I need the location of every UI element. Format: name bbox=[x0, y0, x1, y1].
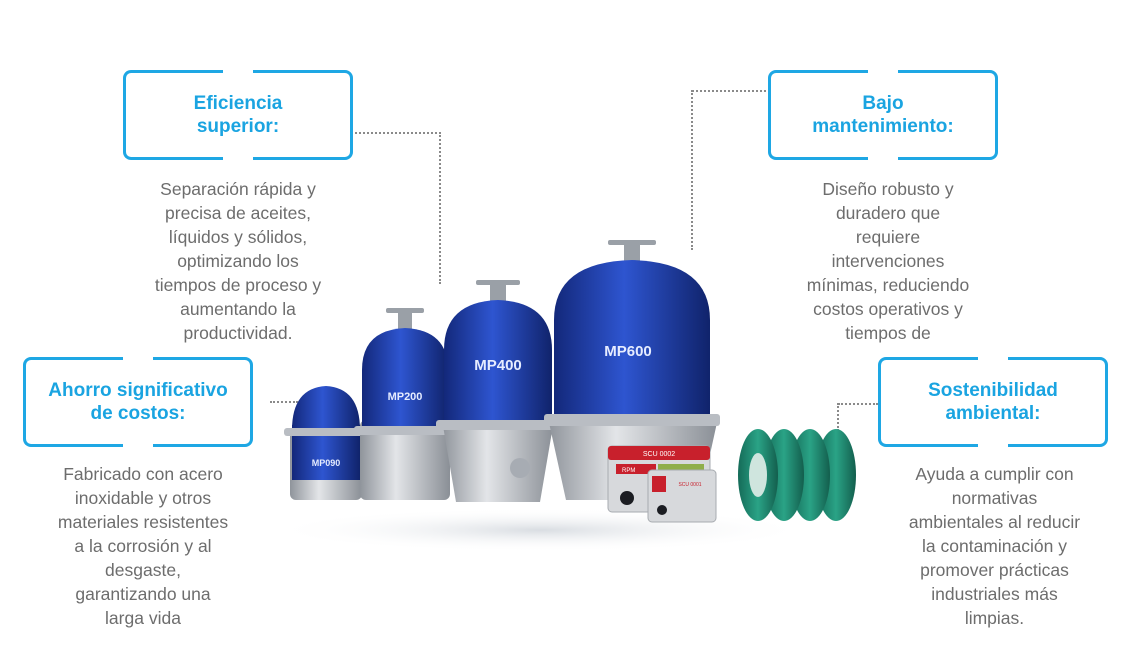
feature-title-text: Eficiencia superior: bbox=[193, 93, 283, 137]
feature-description-eficiencia: Separación rápida y precisa de aceites, … bbox=[154, 179, 322, 343]
feature-description-sostenibilidad: Ayuda a cumplir con normativas ambiental… bbox=[908, 464, 1081, 628]
connector-line bbox=[692, 90, 766, 92]
product-lineup-illustration: MP090 MP200 MP400 MP60 bbox=[270, 240, 856, 552]
feature-title-mantenimiento: Bajo mantenimiento: bbox=[768, 69, 998, 161]
connector-line bbox=[355, 132, 441, 134]
controller-unit-small: SCU 0001 bbox=[647, 469, 717, 523]
mp400-unit: MP400 bbox=[436, 280, 560, 502]
feature-description-mantenimiento: Diseño robusto y duradero que requiere i… bbox=[806, 179, 970, 343]
controller-display-label: SCU 0002 bbox=[643, 451, 675, 458]
mp090-unit: MP090 bbox=[284, 386, 368, 500]
product-label-mp400: MP400 bbox=[474, 357, 522, 374]
mp200-unit: MP200 bbox=[354, 308, 456, 500]
feature-description-ahorro: Fabricado con acero inoxidable y otros m… bbox=[57, 464, 229, 628]
connector-line bbox=[837, 403, 839, 431]
separator-discs bbox=[738, 429, 856, 521]
feature-title-eficiencia: Eficiencia superior: bbox=[123, 69, 353, 161]
connector-line bbox=[439, 132, 441, 284]
feature-title-text: Ahorro significativo de costos: bbox=[48, 380, 228, 424]
product-label-mp090: MP090 bbox=[312, 458, 341, 468]
feature-title-sostenibilidad: Sostenibilidad ambiental: bbox=[878, 356, 1108, 448]
connector-line bbox=[691, 90, 693, 250]
controller-rpm-label: RPM bbox=[622, 468, 635, 474]
feature-title-ahorro: Ahorro significativo de costos: bbox=[23, 356, 253, 448]
feature-title-text: Sostenibilidad ambiental: bbox=[928, 380, 1058, 424]
controller-small-label: SCU 0001 bbox=[678, 482, 701, 488]
product-label-mp200: MP200 bbox=[388, 391, 423, 403]
product-label-mp600: MP600 bbox=[604, 343, 652, 360]
feature-title-text: Bajo mantenimiento: bbox=[812, 93, 954, 137]
connector-line bbox=[270, 401, 298, 403]
connector-line bbox=[838, 403, 878, 405]
